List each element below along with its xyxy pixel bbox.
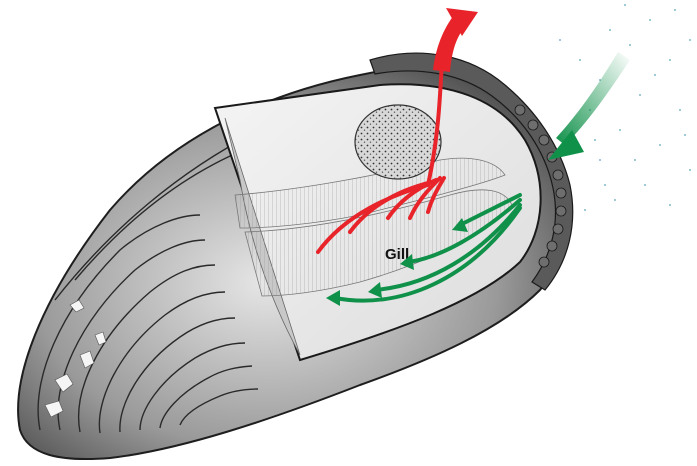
particles	[559, 4, 691, 211]
stippled-organ-dots	[355, 105, 441, 179]
inflow-stream	[556, 52, 630, 145]
